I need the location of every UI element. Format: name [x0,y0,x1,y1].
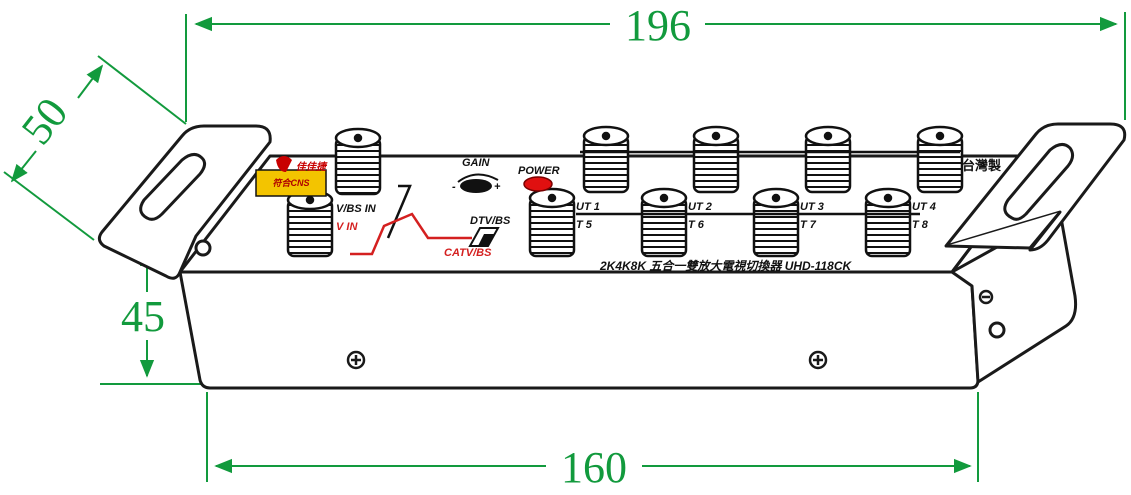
label-out-4: UT 4 [912,201,936,213]
right-bracket-slot [1003,143,1075,221]
label-out-3: UT 3 [800,201,824,213]
connector-out-5 [528,187,576,258]
connector-out-6 [640,187,688,258]
dim-depth-upper [77,64,104,99]
connectors [286,125,964,258]
dim-depth-lower [10,150,37,183]
label-out-7: T 7 [800,219,817,231]
gain-knob [457,173,499,193]
right-side [950,210,1078,384]
dim-height-value: 45 [121,292,165,341]
dim-depth-value: 50 [12,89,78,154]
label-out-1: UT 1 [576,201,600,213]
connector-input-top [334,127,382,196]
label-gain-plus: + [494,181,501,193]
label-power: POWER [518,165,560,177]
brand-glyphs: 佳佳捷 [296,161,328,173]
label-gain: GAIN [462,157,491,169]
label-out-8: T 8 [912,219,929,231]
panel-labels: V/BS IN V IN GAIN - + POWER DTV/BS CATV/… [336,157,1001,273]
signal-path [350,212,472,256]
front-face [178,270,980,390]
right-bracket [944,122,1127,339]
dimension-lines [3,12,1126,482]
cns-badge: 符合CNS [255,169,327,197]
label-model: 2K4K8K 五合一雙放大電視切換器 UHD-118CK [599,259,852,273]
label-out-5: T 5 [576,219,593,231]
left-bracket-slot [139,153,207,221]
band-switch [468,227,500,247]
label-maker: 台灣製 [962,158,1001,173]
connector-input-bottom [286,189,334,258]
label-in-top: V/BS IN [336,203,377,215]
connector-out-2 [692,125,740,194]
connector-out-1 [582,125,630,194]
label-out-6: T 6 [688,219,705,231]
label-switch-bottom: CATV/BS [444,247,492,259]
front-screws [346,289,994,370]
cns-badge-text: 符合CNS [272,178,309,188]
label-gain-minus: - [452,181,456,193]
left-bracket [97,124,272,280]
power-led [523,176,553,192]
label-switch-top: DTV/BS [470,215,511,227]
connector-out-8 [864,187,912,258]
panel-lines [350,150,960,256]
connector-out-3 [804,125,852,194]
label-in-bottom: V IN [336,221,358,233]
connector-out-7 [752,187,800,258]
brand-logo: 佳佳捷 [276,156,328,173]
label-out-2: UT 2 [688,201,712,213]
dim-length-value: 160 [561,443,627,490]
connector-out-4 [916,125,964,194]
dim-width-value: 196 [625,1,691,50]
